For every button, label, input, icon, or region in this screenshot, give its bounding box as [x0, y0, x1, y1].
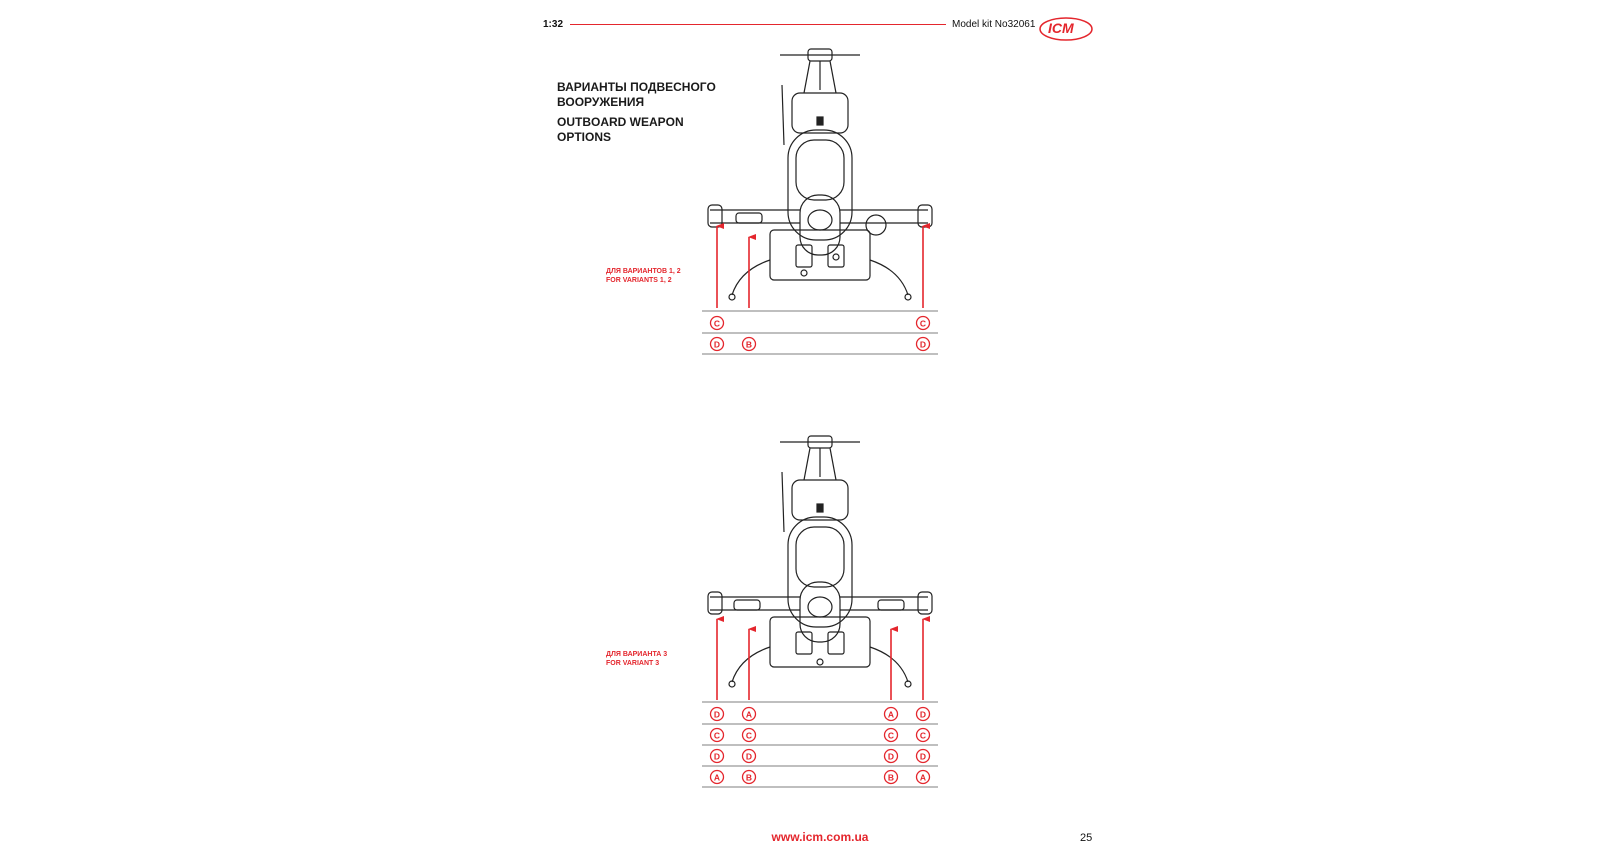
- option-badge: [709, 315, 725, 331]
- option-letter: B: [888, 772, 894, 782]
- option-letter: D: [714, 751, 720, 761]
- option-letter: D: [746, 751, 752, 761]
- option-badge: [741, 769, 757, 785]
- helicopter-drawing-1: [707, 48, 933, 301]
- kit-number: Model kit No32061: [952, 19, 1036, 30]
- option-badge: [709, 769, 725, 785]
- option-badge: [915, 315, 931, 331]
- option-letter: C: [920, 318, 926, 328]
- option-letter: A: [714, 772, 720, 782]
- title-en-line2: OPTIONS: [557, 130, 612, 144]
- title-ru-line1: ВАРИАНТЫ ПОДВЕСНОГО: [557, 80, 716, 94]
- option-badge: [915, 769, 931, 785]
- icm-logo: ICM: [1039, 17, 1093, 41]
- section1-label: ДЛЯ ВАРИАНТОВ 1, 2 FOR VARIANTS 1, 2: [606, 267, 681, 285]
- section2-label: ДЛЯ ВАРИАНТА 3 FOR VARIANT 3: [606, 650, 667, 668]
- option-letter: D: [920, 709, 926, 719]
- option-badge: [883, 769, 899, 785]
- helicopter-drawing-2: [707, 435, 933, 688]
- title-en: OUTBOARD WEAPON OPTIONS: [557, 115, 737, 145]
- title-en-line1: OUTBOARD WEAPON: [557, 115, 684, 129]
- option-badge: [883, 727, 899, 743]
- section2-label-ru: ДЛЯ ВАРИАНТА 3: [606, 651, 668, 658]
- option-letter: A: [888, 709, 894, 719]
- option-letter: C: [920, 730, 926, 740]
- option-letter: C: [714, 318, 720, 328]
- option-badge: [709, 727, 725, 743]
- option-badge: [883, 748, 899, 764]
- option-badge: [915, 706, 931, 722]
- option-badge: [915, 748, 931, 764]
- option-badge: [709, 748, 725, 764]
- option-badge: [741, 748, 757, 764]
- website-url[interactable]: www.icm.com.ua: [771, 830, 869, 844]
- svg-text:ICM: ICM: [1048, 20, 1074, 36]
- option-badge: [741, 727, 757, 743]
- option-letter: D: [714, 709, 720, 719]
- page-number: 25: [1080, 832, 1093, 844]
- option-badge: [915, 727, 931, 743]
- option-badge: [741, 336, 757, 352]
- scale-label: 1:32: [543, 19, 564, 30]
- option-letter: B: [746, 772, 752, 782]
- title-ru-line2: ВООРУЖЕНИЯ: [557, 95, 645, 109]
- option-letter: D: [920, 751, 926, 761]
- option-letter: A: [920, 772, 926, 782]
- option-badge: [883, 706, 899, 722]
- option-letter: D: [920, 339, 926, 349]
- option-letter: D: [714, 339, 720, 349]
- option-badge: [709, 336, 725, 352]
- option-badge: [915, 336, 931, 352]
- option-badge: [709, 706, 725, 722]
- section1-label-en: FOR VARIANTS 1, 2: [606, 277, 672, 284]
- option-badge: [741, 706, 757, 722]
- option-letter: C: [888, 730, 894, 740]
- title-ru: ВАРИАНТЫ ПОДВЕСНОГО ВООРУЖЕНИЯ: [557, 80, 737, 110]
- option-letter: A: [746, 709, 752, 719]
- option-letter: C: [714, 730, 720, 740]
- section2-label-en: FOR VARIANT 3: [606, 660, 660, 667]
- option-letter: B: [746, 339, 752, 349]
- section1-label-ru: ДЛЯ ВАРИАНТОВ 1, 2: [606, 268, 681, 275]
- option-letter: C: [746, 730, 752, 740]
- option-letter: D: [888, 751, 894, 761]
- header-rule: [570, 24, 946, 25]
